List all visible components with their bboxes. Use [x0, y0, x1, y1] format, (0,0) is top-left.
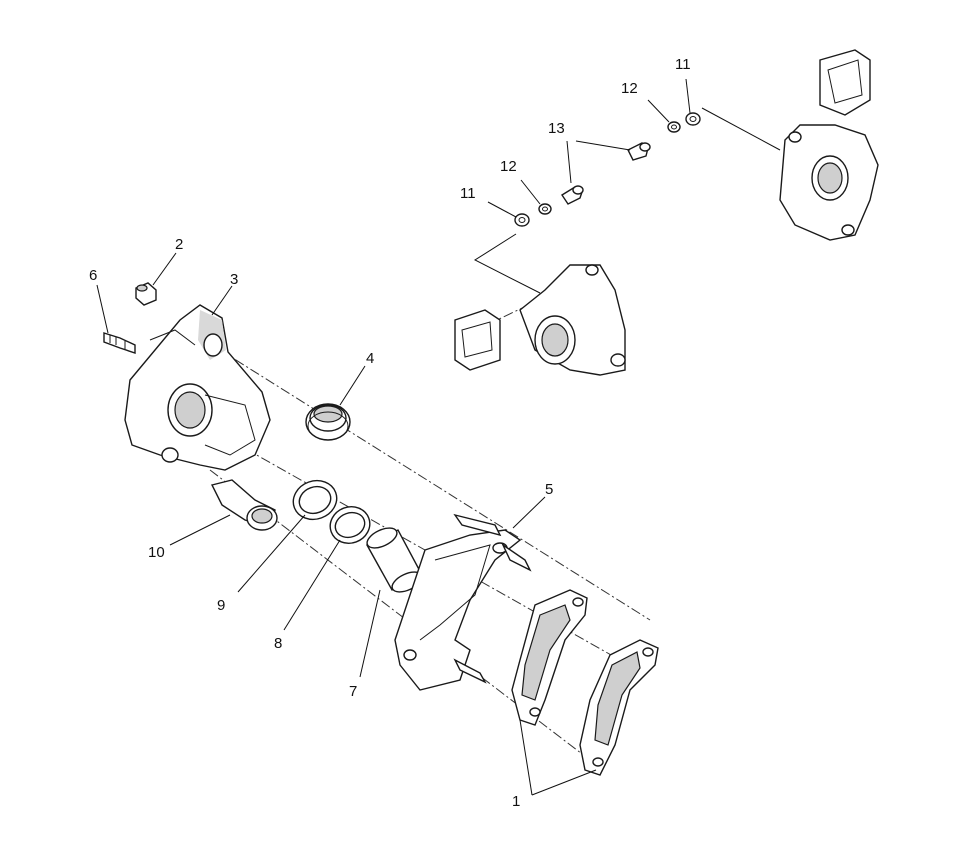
- callout-2: 2: [175, 236, 183, 253]
- washer-11-lower: [514, 213, 530, 227]
- callout-12-lower: 12: [500, 158, 517, 175]
- bolt-13-upper: [627, 142, 651, 161]
- bleeder-screw: [103, 332, 136, 354]
- callout-5: 5: [545, 481, 553, 498]
- callout-9: 9: [217, 597, 225, 614]
- washer-12-lower: [538, 203, 552, 215]
- callout-labels: 1 2 3 4 5 6 7 8 9 10 11 12 13 12 11: [89, 56, 691, 810]
- callout-3: 3: [230, 271, 238, 288]
- callout-10: 10: [148, 544, 165, 561]
- callout-7: 7: [349, 683, 357, 700]
- callout-8: 8: [274, 635, 282, 652]
- piston-seal-outer: [292, 479, 338, 521]
- callout-4: 4: [366, 350, 374, 367]
- caliper-bracket: [394, 513, 532, 691]
- washer-11-upper: [685, 112, 701, 126]
- brake-pad-outer: [579, 639, 659, 776]
- caliper-assembly-upper: [779, 49, 879, 241]
- callout-11-lower: 11: [460, 185, 476, 202]
- callout-11-upper: 11: [675, 56, 691, 73]
- pin-boot: [305, 403, 351, 441]
- caliper-assembly-lower: [454, 264, 626, 376]
- bleeder-cap: [135, 282, 157, 306]
- piston: [366, 527, 423, 593]
- piston-seal-inner: [329, 506, 371, 544]
- caliper-body: [124, 304, 271, 471]
- slide-pin: [210, 479, 278, 531]
- bolt-13-lower: [561, 185, 584, 205]
- leader-lines: [96, 78, 781, 796]
- callout-1: 1: [512, 793, 520, 810]
- callout-13: 13: [548, 120, 565, 137]
- callout-6: 6: [89, 267, 97, 284]
- washer-12-upper: [667, 121, 681, 133]
- brake-pad-inner: [511, 589, 588, 726]
- callout-12-upper: 12: [621, 80, 638, 97]
